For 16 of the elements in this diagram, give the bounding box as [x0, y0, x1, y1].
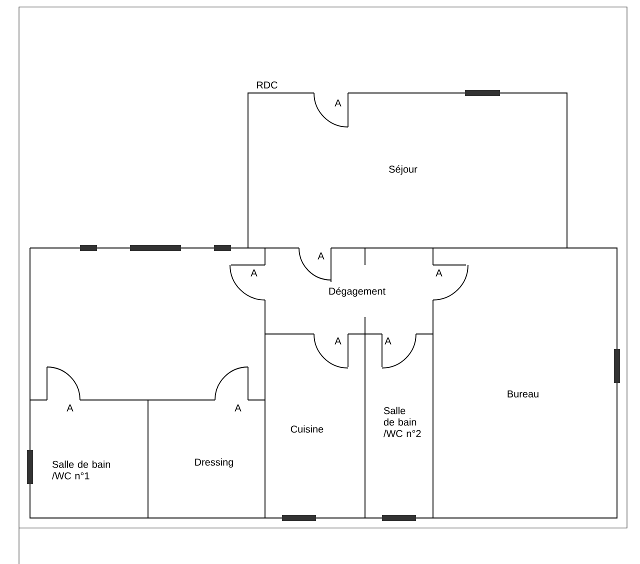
door-label: A [436, 270, 442, 276]
door-label: A [334, 338, 342, 344]
door-label: A [66, 404, 74, 412]
room-label: Bureau [508, 390, 538, 398]
door-label: A [384, 338, 392, 344]
room-label: Séjour [389, 165, 418, 175]
door-label: A [250, 270, 258, 276]
door-label: A [334, 100, 342, 106]
room-label: Salle de bain /WC n°1 [52, 460, 110, 480]
room-label: Dégagement [329, 287, 386, 297]
floor-label: RDC [257, 81, 278, 89]
door-label: A [234, 404, 242, 412]
room-label: Dressing [195, 458, 234, 468]
room-label: Cuisine [290, 425, 324, 433]
door-label: A [318, 252, 324, 260]
room-label: Salle de bain /WC n°2 [384, 406, 421, 438]
